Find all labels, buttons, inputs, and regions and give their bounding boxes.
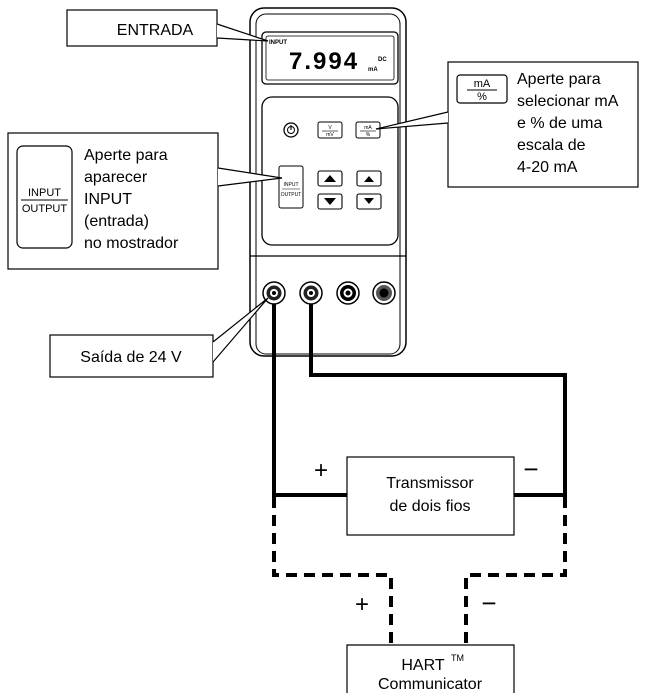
hart-communicator-label: Communicator: [378, 676, 483, 693]
callout-ma-percent-line-2: selecionar mA: [517, 93, 619, 110]
callout-saida-24v: Saída de 24 V: [49, 297, 269, 378]
arrow-up-left-button[interactable]: [317, 170, 343, 187]
callout-input-output-line-3: INPUT: [84, 191, 132, 208]
two-wire-transmitter: Transmissor de dois fios: [346, 456, 515, 536]
display-unit: mA: [368, 67, 378, 73]
jack-volts[interactable]: [336, 281, 360, 305]
callout-ma-percent-pointer: [375, 111, 449, 130]
transmitter-plus-sign: +: [314, 457, 328, 484]
triangle-up-icon: [324, 175, 336, 182]
hart-wire-positive: [272, 497, 393, 645]
jack-common[interactable]: [372, 281, 396, 305]
input-output-icon-top: INPUT: [28, 187, 61, 199]
callout-input-output-line-2: aparecer: [84, 169, 148, 186]
callout-entrada-pointer: [216, 23, 269, 42]
transmitter-minus-sign: −: [523, 454, 538, 484]
callout-input-output-pointer: [217, 167, 283, 187]
transmitter-label-line-1: Transmissor: [386, 475, 474, 492]
wire-positive: [272, 304, 347, 497]
ma-percent-icon: [456, 74, 508, 104]
input-output-button-top-label: INPUT: [284, 182, 299, 188]
arrow-down-right-button[interactable]: [356, 193, 382, 210]
callout-saida-24v-label: Saída de 24 V: [80, 349, 182, 366]
v-mv-button[interactable]: V mV: [317, 121, 343, 139]
triangle-up-icon: [364, 176, 374, 182]
hart-wire-negative: [464, 497, 567, 645]
display-dc-label: DC: [378, 57, 387, 63]
hart-communicator: HART TM Communicator: [346, 644, 515, 693]
loop-wiring: [272, 304, 567, 497]
callout-ma-percent-line-3: e % de uma: [517, 115, 602, 132]
jack-24v[interactable]: [262, 281, 286, 305]
hart-name: HART: [401, 657, 444, 674]
callout-entrada-label: ENTRADA: [117, 22, 194, 39]
input-output-button[interactable]: INPUT OUTPUT: [278, 165, 304, 209]
v-mv-button-bottom-label: mV: [326, 132, 334, 138]
hart-plus-sign: +: [355, 591, 369, 618]
triangle-down-icon: [324, 198, 336, 205]
calibrator-meter: INPUT 7.994 mA DC V mV mA % INPU: [249, 7, 407, 357]
ma-percent-icon-bottom: %: [477, 91, 487, 103]
v-mv-button-top-label: V: [328, 125, 332, 131]
display-value: 7.994: [289, 48, 359, 75]
arrow-up-right-button[interactable]: [356, 170, 382, 187]
callout-ma-percent-line-4: escala de: [517, 137, 586, 154]
hart-trademark: TM: [451, 653, 464, 663]
arrow-down-left-button[interactable]: [317, 193, 343, 210]
jack-ma[interactable]: [299, 281, 323, 305]
callout-saida-24v-pointer: [212, 297, 269, 363]
callout-input-output-line-1: Aperte para: [84, 147, 168, 164]
ma-percent-icon-top: mA: [474, 78, 491, 90]
input-output-button-bottom-label: OUTPUT: [281, 192, 302, 198]
ma-percent-button-bottom-label: %: [366, 132, 371, 138]
wire-negative: [309, 304, 567, 497]
hart-minus-sign: −: [481, 588, 496, 618]
ma-percent-button-top-label: mA: [364, 125, 372, 131]
input-output-icon: [16, 145, 73, 249]
callout-ma-percent: mA % Aperte para selecionar mA e % de um…: [375, 61, 639, 188]
power-button[interactable]: [283, 122, 299, 138]
display-screen: [265, 35, 395, 81]
callout-input-output: INPUT OUTPUT Aperte para aparecer INPUT …: [7, 132, 283, 270]
triangle-down-icon: [364, 198, 374, 204]
ma-percent-button[interactable]: mA %: [355, 121, 381, 139]
meter-body-inner-edge: [255, 13, 401, 355]
callout-ma-percent-line-1: Aperte para: [517, 71, 601, 88]
hart-wiring: [272, 497, 567, 645]
callout-input-output-line-4: (entrada): [84, 213, 149, 230]
display-mode-label: INPUT: [269, 40, 287, 46]
callout-ma-percent-line-5: 4-20 mA: [517, 159, 578, 176]
input-output-icon-bottom: OUTPUT: [22, 203, 68, 215]
callout-input-output-line-5: no mostrador: [84, 235, 179, 252]
transmitter-label-line-2: de dois fios: [390, 498, 471, 515]
callout-entrada: ENTRADA: [66, 9, 269, 47]
